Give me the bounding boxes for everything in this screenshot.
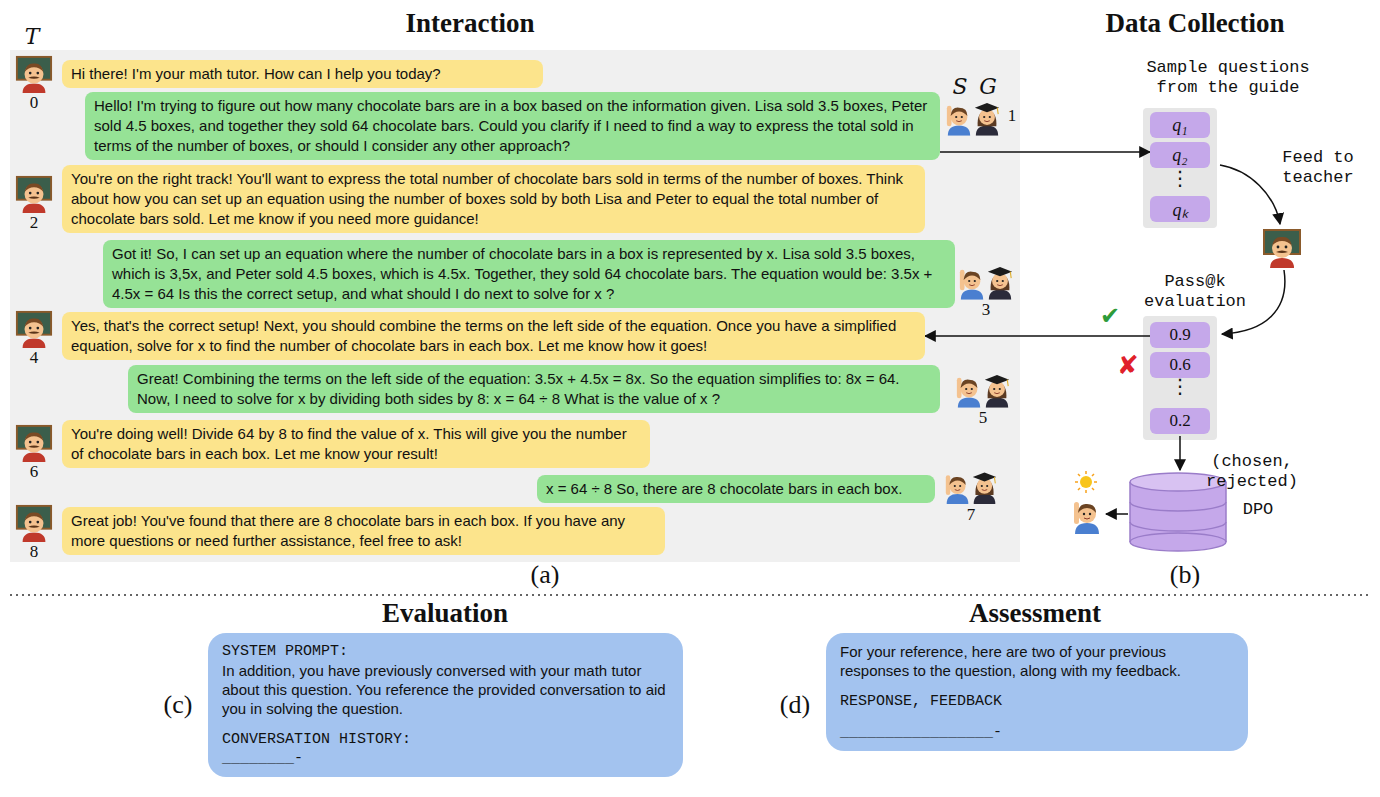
tutor-bubble: Hi there! I'm your math tutor. How can I…: [62, 60, 543, 88]
label: Data Collection: [1105, 8, 1284, 39]
label: 1: [1008, 106, 1017, 126]
illustration-part: [17, 57, 51, 93]
node-text: RESPONSE, FEEDBACK: [840, 692, 1234, 711]
student-bubble: Hello! I'm trying to figure out how many…: [85, 92, 940, 160]
prompt-box: SYSTEM PROMPT:In addition, you have prev…: [208, 633, 683, 777]
label: G: [979, 74, 997, 99]
teacher-icon: [1264, 230, 1300, 268]
label: 0: [30, 93, 39, 113]
node-text: For your reference, here are two of your…: [840, 642, 1234, 680]
node-text: SYSTEM PROMPT:: [222, 642, 669, 661]
node-text: x = 64 ÷ 8 So, there are 8 chocolate bar…: [546, 479, 926, 499]
label: 7: [967, 505, 976, 525]
label: 4: [30, 348, 39, 368]
illustration-part: [957, 375, 1009, 408]
score-box: 0.9: [1150, 322, 1210, 348]
label: Evaluation: [382, 598, 508, 629]
label: (chosen, rejected): [1197, 452, 1307, 492]
tutor-bubble: You're on the right track! You'll want t…: [62, 165, 925, 233]
node-text: qₖ: [1173, 197, 1188, 221]
score-box: 0.2: [1150, 408, 1210, 434]
sun-icon: [1075, 471, 1097, 493]
connector-arrow: [940, 151, 1150, 153]
node-text: q₁: [1172, 115, 1187, 136]
node-text: Great job! You've found that there are 8…: [71, 511, 656, 551]
label: T: [25, 24, 40, 49]
label: 5: [979, 408, 988, 428]
label: Feed to teacher: [1268, 148, 1368, 188]
label: 6: [30, 462, 39, 482]
label: S: [952, 74, 967, 99]
tutor-bubble: Yes, that's the correct setup! Next, you…: [62, 312, 925, 360]
node-text: q₂: [1172, 145, 1187, 166]
label: (b): [1170, 560, 1200, 590]
label: Pass@k evaluation: [1135, 272, 1255, 312]
label: Sample questions from the guide: [1136, 58, 1321, 98]
illustration-part: [1129, 482, 1131, 542]
label: (c): [164, 690, 193, 720]
node-text: In addition, you have previously convers…: [222, 661, 669, 718]
student-bubble: x = 64 ÷ 8 So, there are 8 chocolate bar…: [537, 475, 935, 503]
label: (d): [780, 690, 810, 720]
illustration-part: [1130, 533, 1226, 551]
label: Interaction: [406, 8, 535, 39]
teacher-icons: [17, 57, 51, 542]
illustration-part: [17, 312, 51, 348]
illustration-part: [1075, 471, 1097, 493]
label: 8: [30, 542, 39, 562]
label: Assessment: [969, 598, 1101, 629]
question-box: q₁: [1150, 112, 1210, 138]
student-bubble: Great! Combining the terms on the left s…: [128, 365, 940, 413]
feed-arrow: [1220, 165, 1280, 224]
node-text: Hi there! I'm your math tutor. How can I…: [71, 64, 534, 84]
node-text: Got it! So, I can set up an equation whe…: [112, 244, 946, 304]
node-text: You're on the right track! You'll want t…: [71, 169, 916, 229]
prompt-box: For your reference, here are two of your…: [826, 633, 1248, 751]
student-icon: [1074, 502, 1099, 534]
node-text: Hello! I'm trying to figure out how many…: [94, 96, 931, 156]
label: ✔: [1100, 302, 1120, 330]
label: ⋮: [1170, 374, 1190, 398]
label: 3: [982, 300, 991, 320]
node-text: You're doing well! Divide 64 by 8 to fin…: [71, 424, 641, 464]
node-text: Yes, that's the correct setup! Next, you…: [71, 316, 916, 356]
illustration-part: [947, 103, 999, 136]
node-text: CONVERSATION HISTORY:: [222, 730, 669, 749]
label: 2: [30, 213, 39, 233]
illustration-part: [946, 473, 996, 505]
illustration-part: [17, 506, 51, 542]
illustration-part: [17, 177, 51, 213]
score-panel: [1143, 316, 1217, 440]
node-text: _________________-: [840, 723, 1234, 742]
illustration-part: [17, 426, 51, 462]
illustration-part: [960, 267, 1012, 300]
node-text: 0.9: [1169, 325, 1190, 345]
tutor-bubble: You're doing well! Divide 64 by 8 to fin…: [62, 420, 650, 468]
question-box: qₖ: [1150, 196, 1210, 222]
tutor-bubble: Great job! You've found that there are 8…: [62, 507, 665, 555]
question-box: q₂: [1150, 142, 1210, 168]
label: (a): [531, 560, 560, 590]
node-text: 0.6: [1169, 355, 1190, 375]
label: ✘: [1117, 350, 1139, 380]
student-guide-icons: [946, 103, 1012, 504]
pair-arrow: [1179, 436, 1181, 470]
node-text: 0.2: [1169, 411, 1190, 431]
question-panel: [1143, 108, 1217, 228]
label: DPO: [1243, 500, 1274, 520]
node-text: Great! Combining the terms on the left s…: [137, 369, 931, 409]
node-text: ________-: [222, 749, 669, 768]
dpo-arrow: [1106, 513, 1128, 515]
connector-arrow: [925, 335, 1150, 337]
divider-line: [10, 594, 1370, 596]
interaction-panel: [10, 50, 1020, 562]
student-bubble: Got it! So, I can set up an equation whe…: [103, 240, 955, 308]
illustration-part: [1130, 522, 1226, 531]
label: ⋮: [1170, 166, 1190, 190]
illustration-part: [1080, 476, 1092, 488]
illustration-part: [1130, 502, 1226, 511]
